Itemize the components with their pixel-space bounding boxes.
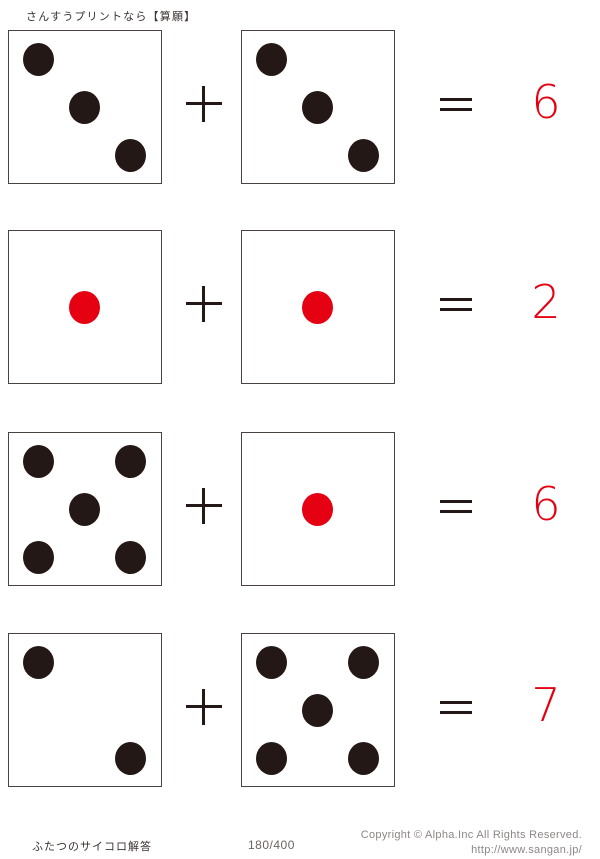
die-pip [115, 139, 146, 172]
die-pip [69, 493, 100, 526]
die-pip [256, 742, 287, 775]
footer-page-number: 180/400 [248, 838, 295, 852]
die-pip [256, 646, 287, 679]
footer-worksheet-title: ふたつのサイコロ解答 [32, 841, 152, 853]
answer-value: 2 [531, 275, 561, 329]
plus-icon [186, 689, 222, 725]
plus-icon [186, 86, 222, 122]
die-left [8, 432, 162, 586]
die-left [8, 230, 162, 384]
equals-icon [440, 697, 472, 717]
die-right [241, 432, 395, 586]
problem-row: 7 [0, 631, 600, 791]
die-pip [23, 43, 54, 76]
footer-url[interactable]: http://www.sangan.jp/ [471, 844, 582, 856]
problem-row: 6 [0, 430, 600, 590]
die-pip [348, 139, 379, 172]
die-pip [115, 541, 146, 574]
die-pip [23, 646, 54, 679]
die-pip [302, 91, 333, 124]
page-title: さんすうプリントなら【算願】 [26, 11, 197, 23]
page-footer: ふたつのサイコロ解答 180/400 Copyright © Alpha.Inc… [0, 826, 600, 859]
die-pip [348, 646, 379, 679]
die-right [241, 230, 395, 384]
die-left [8, 30, 162, 184]
die-pip [302, 291, 333, 324]
plus-icon [186, 488, 222, 524]
die-right [241, 633, 395, 787]
die-right [241, 30, 395, 184]
footer-copyright: Copyright © Alpha.Inc All Rights Reserve… [360, 829, 582, 841]
die-pip [69, 91, 100, 124]
die-pip [23, 445, 54, 478]
equals-icon [440, 94, 472, 114]
answer-value: 6 [531, 477, 561, 531]
equals-icon [440, 294, 472, 314]
die-left [8, 633, 162, 787]
die-pip [348, 742, 379, 775]
problem-row: 6 [0, 28, 600, 188]
die-pip [23, 541, 54, 574]
die-pip [302, 694, 333, 727]
die-pip [69, 291, 100, 324]
answer-value: 7 [531, 678, 561, 732]
plus-icon [186, 286, 222, 322]
equals-icon [440, 496, 472, 516]
problem-row: 2 [0, 228, 600, 388]
answer-value: 6 [531, 75, 561, 129]
die-pip [115, 742, 146, 775]
die-pip [115, 445, 146, 478]
die-pip [256, 43, 287, 76]
die-pip [302, 493, 333, 526]
